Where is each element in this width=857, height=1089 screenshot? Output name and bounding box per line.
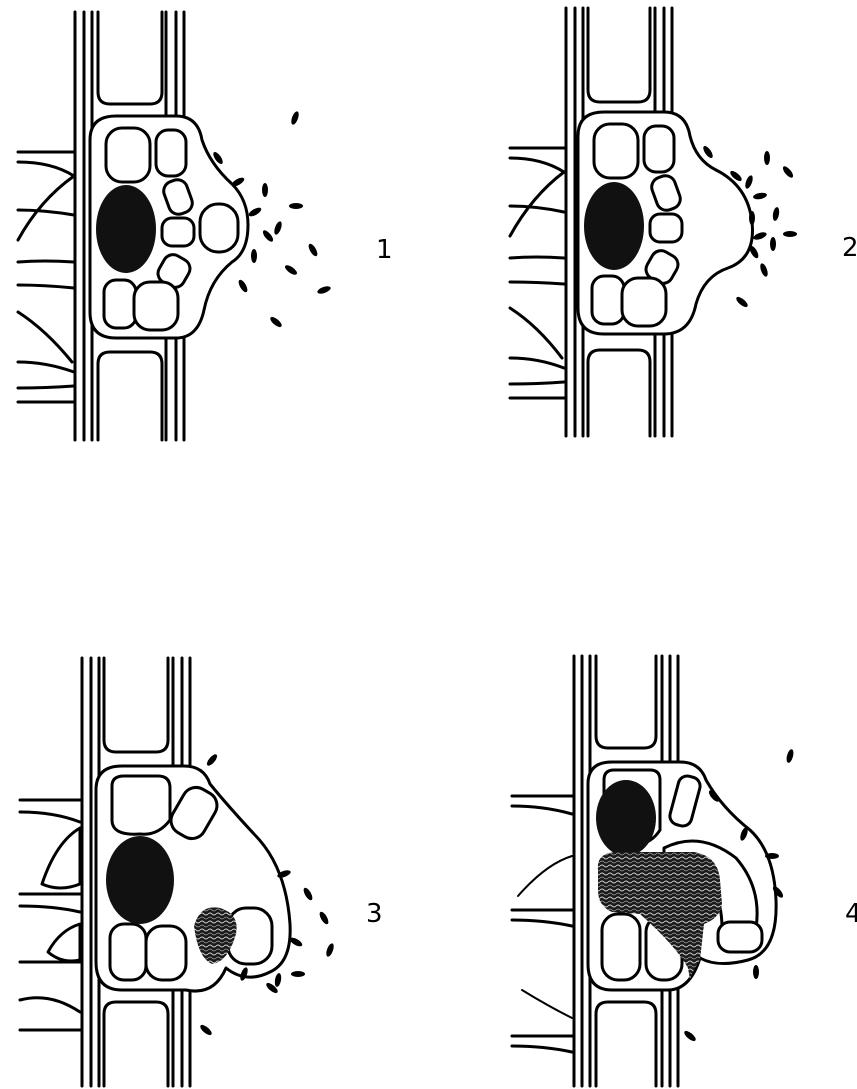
panel-4 — [512, 656, 795, 1086]
panel-2 — [510, 8, 797, 436]
panel-number-2: 2 — [842, 233, 857, 263]
panel-number-1: 1 — [376, 235, 393, 265]
panel-3-nucleus — [106, 836, 174, 924]
panel-number-4: 4 — [845, 899, 857, 929]
panel-2-nucleus — [584, 182, 644, 270]
panel-number-3: 3 — [366, 899, 383, 929]
panel-3 — [20, 658, 335, 1086]
panel-2-left-tissue — [510, 148, 566, 398]
panel-1-left-tissue — [18, 152, 75, 402]
panel-4-left-tissue — [512, 796, 574, 1052]
panel-3-left-tissue — [20, 800, 82, 1030]
panel-1-nucleus — [96, 185, 156, 273]
panel-4-nucleus — [596, 780, 656, 856]
panel-1 — [18, 12, 332, 440]
